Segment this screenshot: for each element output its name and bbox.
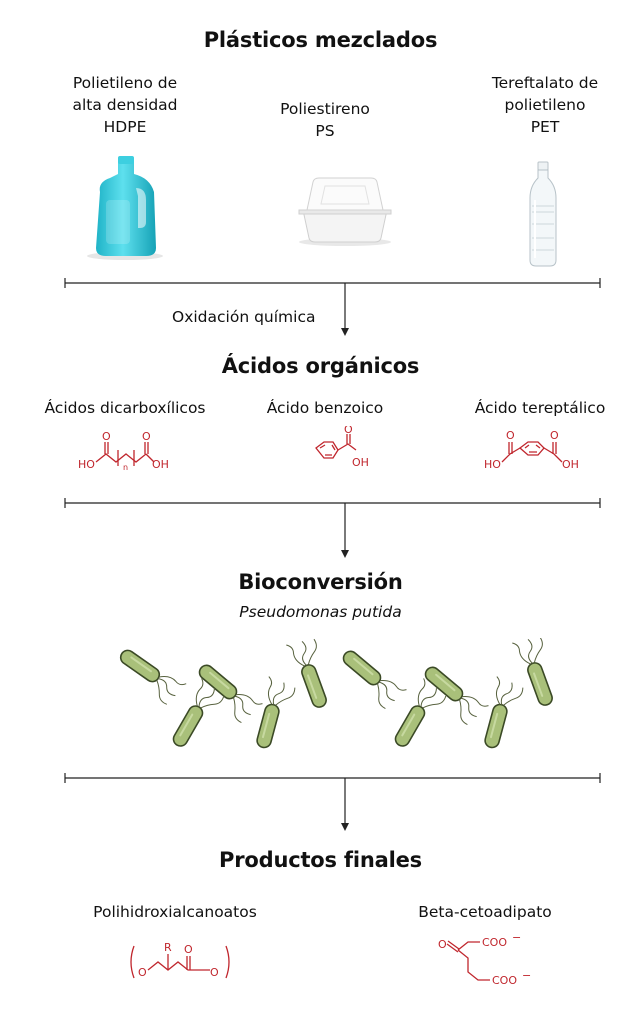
chem-o: O (184, 943, 193, 956)
benzoic-acid-structure: O OH (315, 426, 369, 469)
hdpe-line-2: alta densidad (72, 96, 178, 114)
pet-line-3: PET (530, 118, 560, 136)
chem-o: O (210, 966, 219, 979)
chem-minus: − (522, 969, 531, 982)
chem-r: R (164, 941, 172, 954)
chem-coo: COO (492, 974, 517, 987)
chem-oh: OH (352, 456, 369, 469)
pet-bottle-icon (529, 161, 557, 267)
benzoic-label: Ácido benzoico (266, 399, 384, 417)
bacterium (477, 675, 526, 753)
ps-line-1: Poliestireno (280, 100, 370, 118)
ps-label: Poliestireno PS (250, 98, 400, 142)
divider-3 (64, 773, 601, 831)
dicarboxylic-label: Ácidos dicarboxílicos (44, 399, 206, 417)
pet-line-1: Tereftalato de (491, 74, 599, 92)
bacterium (249, 675, 298, 753)
arrow-down-icon (341, 550, 349, 558)
divider-1 (64, 278, 601, 336)
bacterium (111, 642, 188, 709)
hdpe-label: Polietileno de alta densidad HDPE (40, 72, 210, 138)
chem-o: O (550, 429, 559, 442)
ps-line-2: PS (315, 122, 335, 140)
terephthalic-acid-structure: HO O O OH (484, 429, 579, 471)
bacterium (285, 638, 339, 712)
chem-o: O (438, 938, 447, 951)
chem-n: n (123, 463, 128, 472)
chem-o: O (506, 429, 515, 442)
dicarboxylic-acid-structure: HO O O n OH (78, 430, 169, 472)
pet-label: Tereftalato de polietileno PET (460, 72, 630, 138)
chem-coo: COO (482, 936, 507, 949)
beta-ketoadipate-label: Beta-cetoadipato (418, 903, 552, 921)
beta-ketoadipate-structure: O COO − COO − (438, 931, 531, 987)
step-oxidation-label: Oxidación química (172, 308, 316, 326)
acids-title: Ácidos orgánicos (221, 354, 420, 378)
foam-container-icon (298, 177, 392, 246)
bio-title: Bioconversión (238, 570, 403, 594)
pha-structure: O R O O (130, 941, 230, 979)
chem-ho: HO (484, 458, 501, 471)
products-title: Productos finales (219, 848, 422, 872)
hdpe-bottle-icon (87, 156, 163, 260)
chem-ho: HO (78, 458, 95, 471)
organism-label: Pseudomonas putida (239, 603, 402, 621)
chem-o: O (138, 966, 147, 979)
plastics-title: Plásticos mezclados (203, 28, 438, 52)
arrow-down-icon (341, 823, 349, 831)
hdpe-line-3: HDPE (103, 118, 147, 136)
bacterium (415, 659, 490, 729)
bacterium (511, 638, 565, 710)
hdpe-line-1: Polietileno de (72, 74, 178, 92)
terephthalic-label: Ácido tereptálico (474, 399, 606, 417)
pet-line-2: polietileno (504, 96, 586, 114)
divider-2 (64, 498, 601, 558)
chem-oh: OH (562, 458, 579, 471)
chem-oh: OH (152, 458, 169, 471)
bacteria-illustration (111, 638, 565, 755)
chem-o: O (102, 430, 111, 443)
arrow-down-icon (341, 328, 349, 336)
chem-minus: − (512, 931, 521, 944)
chem-o: O (142, 430, 151, 443)
chem-o: O (344, 426, 353, 436)
pha-label: Polihidroxialcanoatos (93, 903, 257, 921)
bacterium (333, 643, 408, 713)
